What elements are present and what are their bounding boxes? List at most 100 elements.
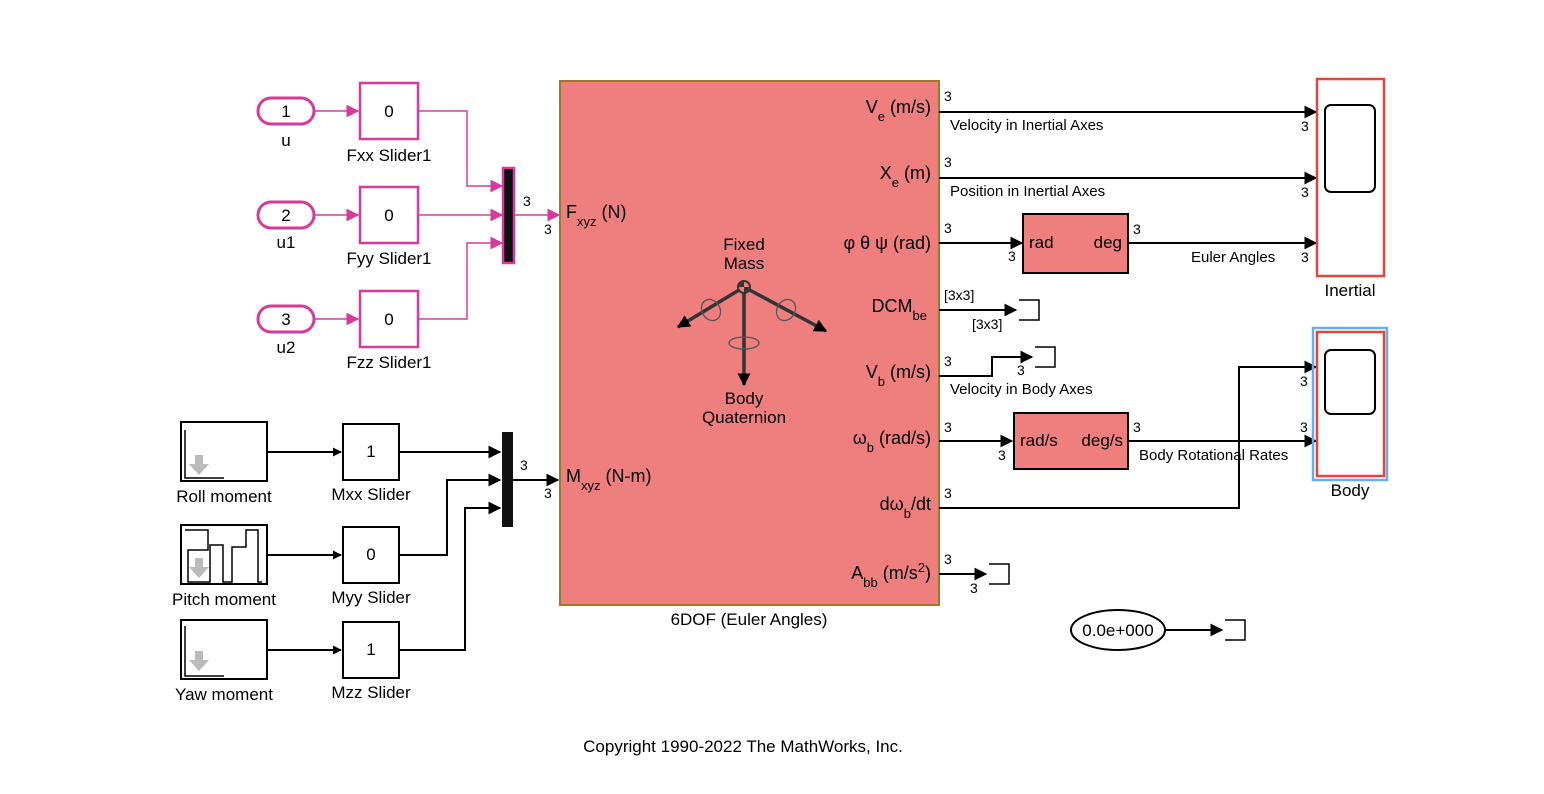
inport-u2[interactable]: 3 u2 bbox=[256, 304, 316, 357]
signal-euler-label: Euler Angles bbox=[1191, 249, 1275, 266]
mzz-slider-label: Mzz Slider bbox=[331, 683, 411, 702]
signal-builder-icon bbox=[189, 455, 209, 475]
inertial-scope[interactable]: Inertial bbox=[1315, 77, 1386, 300]
vb-term-dim: 3 bbox=[1017, 362, 1025, 378]
mzz-slider-block[interactable]: 1 Mzz Slider bbox=[331, 621, 411, 702]
yaw-moment-source[interactable]: Yaw moment bbox=[175, 619, 273, 704]
six-dof-block[interactable] bbox=[559, 80, 940, 606]
port-force-label: Fxyz (N) bbox=[566, 202, 627, 229]
body-scope[interactable]: Body bbox=[1311, 326, 1389, 500]
center-label-quaternion: Quaternion bbox=[702, 408, 786, 427]
roll-moment-source[interactable]: Roll moment bbox=[176, 421, 272, 506]
fzz-slider-block[interactable]: 0 Fzz Slider1 bbox=[346, 289, 432, 372]
port-euler-label: φ θ ψ (rad) bbox=[843, 233, 931, 253]
rads-to-degs-out-label: deg/s bbox=[1081, 431, 1123, 450]
inport-u-label: u bbox=[281, 131, 290, 150]
fxx-slider-label: Fxx Slider1 bbox=[346, 146, 431, 165]
inertial-in2-dim: 3 bbox=[1301, 184, 1309, 200]
fxx-slider-block[interactable]: 0 Fxx Slider1 bbox=[346, 81, 432, 165]
wire-myy-mux[interactable] bbox=[399, 473, 502, 556]
signal-xe-label: Position in Inertial Axes bbox=[950, 183, 1105, 200]
signal-builder-icon bbox=[189, 558, 209, 578]
converter1-out-dim: 3 bbox=[1133, 221, 1141, 237]
pitch-moment-label: Pitch moment bbox=[172, 590, 276, 609]
roll-moment-label: Roll moment bbox=[176, 487, 272, 506]
inport-u2-label: u2 bbox=[277, 338, 296, 357]
six-dof-block-name: 6DOF (Euler Angles) bbox=[671, 610, 828, 629]
wb-dim: 3 bbox=[944, 419, 952, 435]
port-dcm-label: DCMbe bbox=[872, 296, 927, 323]
port-vb-label: Vb (m/s) bbox=[866, 362, 931, 389]
wire-vb-terminator[interactable] bbox=[939, 350, 1034, 377]
fyy-slider-label: Fyy Slider1 bbox=[346, 249, 431, 268]
inport-u1-label: u1 bbox=[277, 233, 296, 252]
converter1-in-dim: 3 bbox=[1008, 248, 1016, 264]
wire-fxx-mux[interactable] bbox=[418, 110, 504, 193]
clock-display-block[interactable]: 0.0e+000 bbox=[1070, 609, 1166, 651]
dcm-dim: [3x3] bbox=[944, 287, 974, 303]
force-mux-dim: 3 bbox=[523, 193, 531, 209]
axes-icon bbox=[676, 280, 828, 387]
wire-fzz-mux[interactable] bbox=[418, 236, 504, 320]
wire-dwb-body[interactable] bbox=[939, 360, 1318, 509]
vb-dim: 3 bbox=[944, 353, 952, 369]
port-ve-label: Ve (m/s) bbox=[866, 97, 931, 124]
myy-slider-block[interactable]: 0 Myy Slider bbox=[331, 526, 411, 607]
port-abb-label: Abb (m/s2) bbox=[851, 560, 931, 590]
abb-dim: 3 bbox=[944, 551, 952, 567]
euler-dim: 3 bbox=[944, 220, 952, 236]
mxx-slider-value: 1 bbox=[366, 442, 375, 461]
inport-u-number: 1 bbox=[281, 102, 290, 121]
fzz-slider-value: 0 bbox=[384, 310, 393, 329]
fyy-slider-block[interactable]: 0 Fyy Slider1 bbox=[346, 185, 432, 268]
signal-vb-label: Velocity in Body Axes bbox=[950, 381, 1093, 398]
converter2-out-dim: 3 bbox=[1133, 419, 1141, 435]
pitch-moment-source[interactable]: Pitch moment bbox=[172, 524, 276, 609]
selection-highlight bbox=[1311, 326, 1389, 482]
rad-to-deg-in-label: rad bbox=[1029, 233, 1054, 252]
terminator-vb[interactable] bbox=[1035, 346, 1056, 368]
terminator-dcm[interactable] bbox=[1019, 299, 1040, 321]
body-in2-dim: 3 bbox=[1300, 419, 1308, 435]
ve-dim: 3 bbox=[944, 88, 952, 104]
inport-u1[interactable]: 2 u1 bbox=[256, 200, 316, 252]
scope-screen-icon bbox=[1324, 104, 1376, 193]
converter2-in-dim: 3 bbox=[998, 447, 1006, 463]
terminator-clock[interactable] bbox=[1225, 619, 1246, 641]
moment-in-dim: 3 bbox=[544, 485, 552, 501]
body-scope-label: Body bbox=[1331, 481, 1370, 500]
dcm-term-dim: [3x3] bbox=[972, 316, 1002, 332]
mzz-slider-value: 1 bbox=[366, 640, 375, 659]
inertial-scope-label: Inertial bbox=[1324, 281, 1375, 300]
fyy-slider-value: 0 bbox=[384, 206, 393, 225]
center-label-body: Body bbox=[725, 389, 764, 408]
inport-u[interactable]: 1 u bbox=[256, 96, 316, 150]
inport-u2-number: 3 bbox=[281, 310, 290, 329]
signal-builder-icon bbox=[189, 651, 209, 671]
mxx-slider-label: Mxx Slider bbox=[331, 485, 411, 504]
port-moment-label: Mxyz (N-m) bbox=[566, 466, 651, 493]
myy-slider-value: 0 bbox=[366, 545, 375, 564]
rads-to-degs-block[interactable]: rad/s deg/s bbox=[1013, 412, 1129, 470]
abb-term-dim: 3 bbox=[970, 580, 978, 596]
moment-mux-dim: 3 bbox=[520, 457, 528, 473]
rad-to-deg-block[interactable]: rad deg bbox=[1022, 213, 1129, 274]
wire-mzz-mux[interactable] bbox=[399, 501, 502, 651]
rad-to-deg-out-label: deg bbox=[1094, 233, 1122, 252]
force-mux[interactable] bbox=[501, 166, 516, 265]
port-dwb-label: dωb/dt bbox=[880, 494, 931, 521]
xe-dim: 3 bbox=[944, 154, 952, 170]
inertial-in1-dim: 3 bbox=[1301, 118, 1309, 134]
force-in-dim: 3 bbox=[544, 221, 552, 237]
inport-u1-number: 2 bbox=[281, 206, 290, 225]
port-wb-label: ωb (rad/s) bbox=[853, 428, 931, 455]
myy-slider-label: Myy Slider bbox=[331, 588, 411, 607]
body-in1-dim: 3 bbox=[1300, 373, 1308, 389]
mxx-slider-block[interactable]: 1 Mxx Slider bbox=[331, 423, 411, 504]
terminator-abb[interactable] bbox=[989, 563, 1010, 585]
fxx-slider-value: 0 bbox=[384, 102, 393, 121]
inertial-in3-dim: 3 bbox=[1301, 249, 1309, 265]
moment-mux[interactable] bbox=[502, 432, 513, 527]
dwb-dim: 3 bbox=[944, 485, 952, 501]
signal-wb-label: Body Rotational Rates bbox=[1139, 447, 1288, 464]
